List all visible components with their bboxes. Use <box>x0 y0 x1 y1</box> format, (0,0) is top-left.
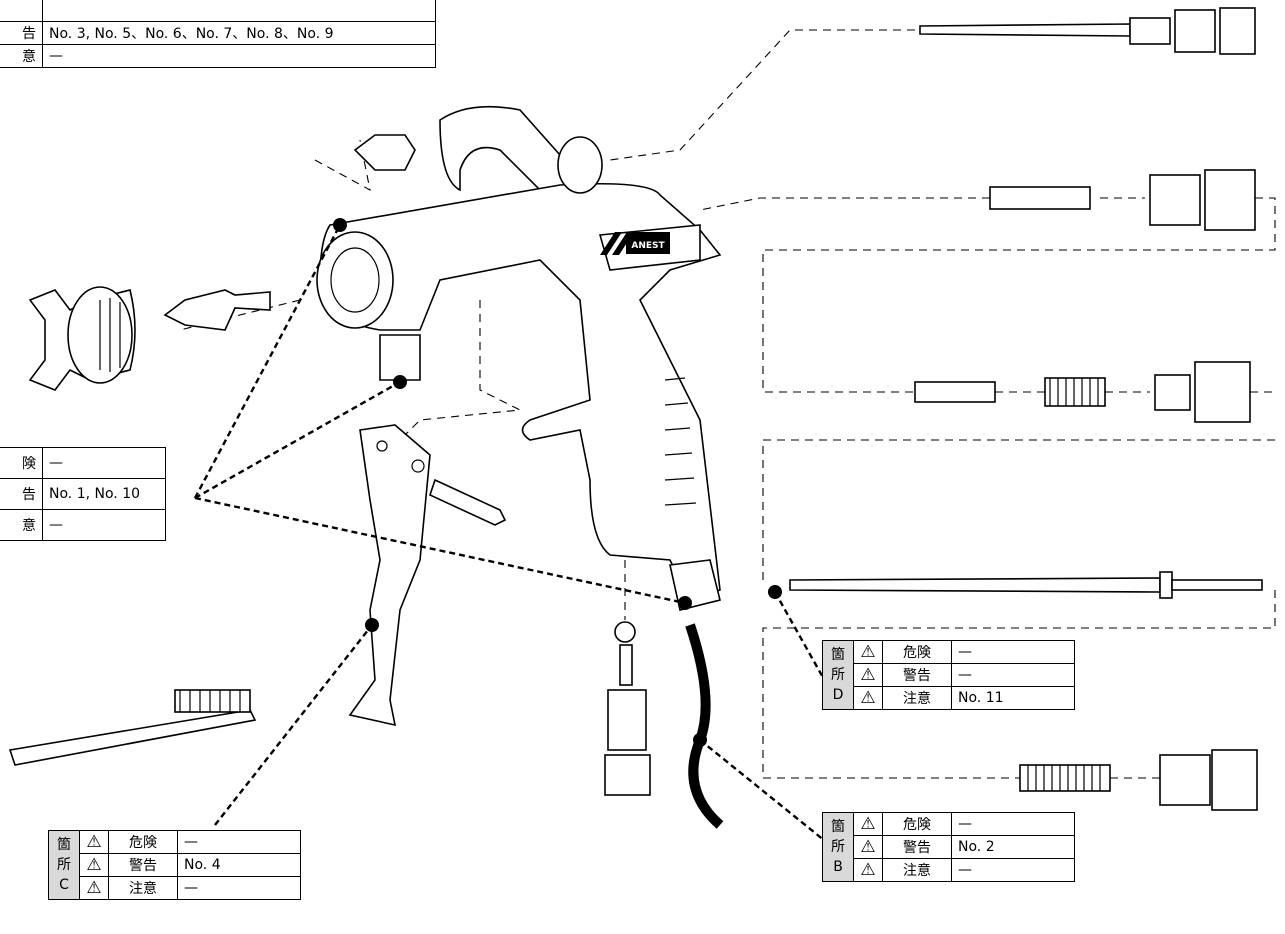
table-row: 告 No. 1, No. 10 <box>0 478 166 510</box>
warning-ref: — <box>951 663 1075 687</box>
fluid-nozzle <box>163 289 271 331</box>
table-row: 箇 所 B ⚠ 危険 — <box>822 812 1075 882</box>
level-label: 告 <box>0 21 43 45</box>
warning-triangle-icon: ⚠ <box>79 876 109 900</box>
guide-lines <box>179 29 1276 779</box>
fluid-adjust-knob <box>604 621 651 796</box>
warning-ref: — <box>177 830 301 854</box>
level-label: 警告 <box>882 835 952 859</box>
leader-lines <box>193 224 832 846</box>
warning-ref: No. 2 <box>951 835 1075 859</box>
location-label: 箇 所 D <box>822 640 854 710</box>
level-label: 危険 <box>882 812 952 836</box>
warning-ref: — <box>951 640 1075 664</box>
table-row: 告 No. 3, No. 5、No. 6、No. 7、No. 8、No. 9 <box>0 21 436 45</box>
spring-set <box>914 361 1251 423</box>
warning-triangle-icon: ⚠ <box>853 686 883 710</box>
warning-ref: — <box>951 812 1075 836</box>
level-label: 険 <box>0 447 43 479</box>
table-row: ⚠ 注意 — <box>49 876 301 900</box>
level-label: 危険 <box>882 640 952 664</box>
warning-triangle-icon: ⚠ <box>853 663 883 687</box>
level-label: 意 <box>0 44 43 68</box>
air-hose <box>685 623 724 829</box>
level-label: 警告 <box>108 853 178 877</box>
warning-ref: — <box>42 509 166 541</box>
level-label: 注意 <box>108 876 178 900</box>
warning-triangle-icon: ⚠ <box>853 835 883 859</box>
level-label: 警告 <box>882 663 952 687</box>
needle-assembly <box>919 7 1256 55</box>
table-row: ⚠ 注意 — <box>823 858 1075 882</box>
table-row: ⚠ 警告 No. 2 <box>823 835 1075 859</box>
spring-nut <box>1019 749 1258 811</box>
warning-triangle-icon: ⚠ <box>853 858 883 882</box>
warning-ref: — <box>951 858 1075 882</box>
level-label: 告 <box>0 478 43 510</box>
warning-ref: No. 11 <box>951 686 1075 710</box>
location-label: 箇 所 B <box>822 812 854 882</box>
warning-ref: No. 3, No. 5、No. 6、No. 7、No. 8、No. 9 <box>42 21 436 45</box>
table-row: 険 — <box>0 447 166 479</box>
table-row: 箇 所 D ⚠ 危険 — <box>822 640 1075 710</box>
left-warning-table: 険 — 告 No. 1, No. 10 意 — <box>0 447 166 541</box>
warning-ref: No. 1, No. 10 <box>42 478 166 510</box>
level-label: 意 <box>0 509 43 541</box>
table-row: ⚠ 注意 No. 11 <box>823 686 1075 710</box>
warning-ref: — <box>42 44 436 68</box>
table-row: 意 — <box>0 509 166 541</box>
table-row: ⚠ 警告 — <box>823 663 1075 687</box>
level-label: 危険 <box>108 830 178 854</box>
leader-dots <box>333 218 782 747</box>
valve-stem <box>989 169 1256 231</box>
air-cap <box>28 286 136 391</box>
location-b-table: 箇 所 B ⚠ 危険 — ⚠ 警告 No. 2 ⚠ 注意 — <box>822 812 1075 882</box>
level-label: 注意 <box>882 686 952 710</box>
location-label: 箇 所 C <box>48 830 80 900</box>
long-needle <box>789 571 1263 599</box>
level-label: 注意 <box>882 858 952 882</box>
top-warning-table: 告 No. 3, No. 5、No. 6、No. 7、No. 8、No. 9 意… <box>0 0 436 68</box>
warning-triangle-icon: ⚠ <box>79 853 109 877</box>
table-row: 意 — <box>0 44 436 68</box>
warning-triangle-icon: ⚠ <box>79 830 109 854</box>
table-row: 箇 所 C ⚠ 危険 — <box>48 830 301 900</box>
trigger <box>348 424 507 727</box>
cleaning-brush <box>8 689 257 766</box>
brand-logo: ANEST <box>600 232 670 255</box>
warning-ref: — <box>42 447 166 479</box>
air-valve-fitting <box>353 134 416 171</box>
warning-ref: — <box>177 876 301 900</box>
warning-triangle-icon: ⚠ <box>853 812 883 836</box>
warning-triangle-icon: ⚠ <box>853 640 883 664</box>
spray-gun-body <box>316 105 722 611</box>
svg-text:ANEST: ANEST <box>631 241 665 251</box>
warning-ref: No. 4 <box>177 853 301 877</box>
table-row: ⚠ 警告 No. 4 <box>49 853 301 877</box>
table-row <box>0 0 436 22</box>
location-d-table: 箇 所 D ⚠ 危険 — ⚠ 警告 — ⚠ 注意 No. 11 <box>822 640 1075 710</box>
location-c-table: 箇 所 C ⚠ 危険 — ⚠ 警告 No. 4 ⚠ 注意 — <box>48 830 301 900</box>
